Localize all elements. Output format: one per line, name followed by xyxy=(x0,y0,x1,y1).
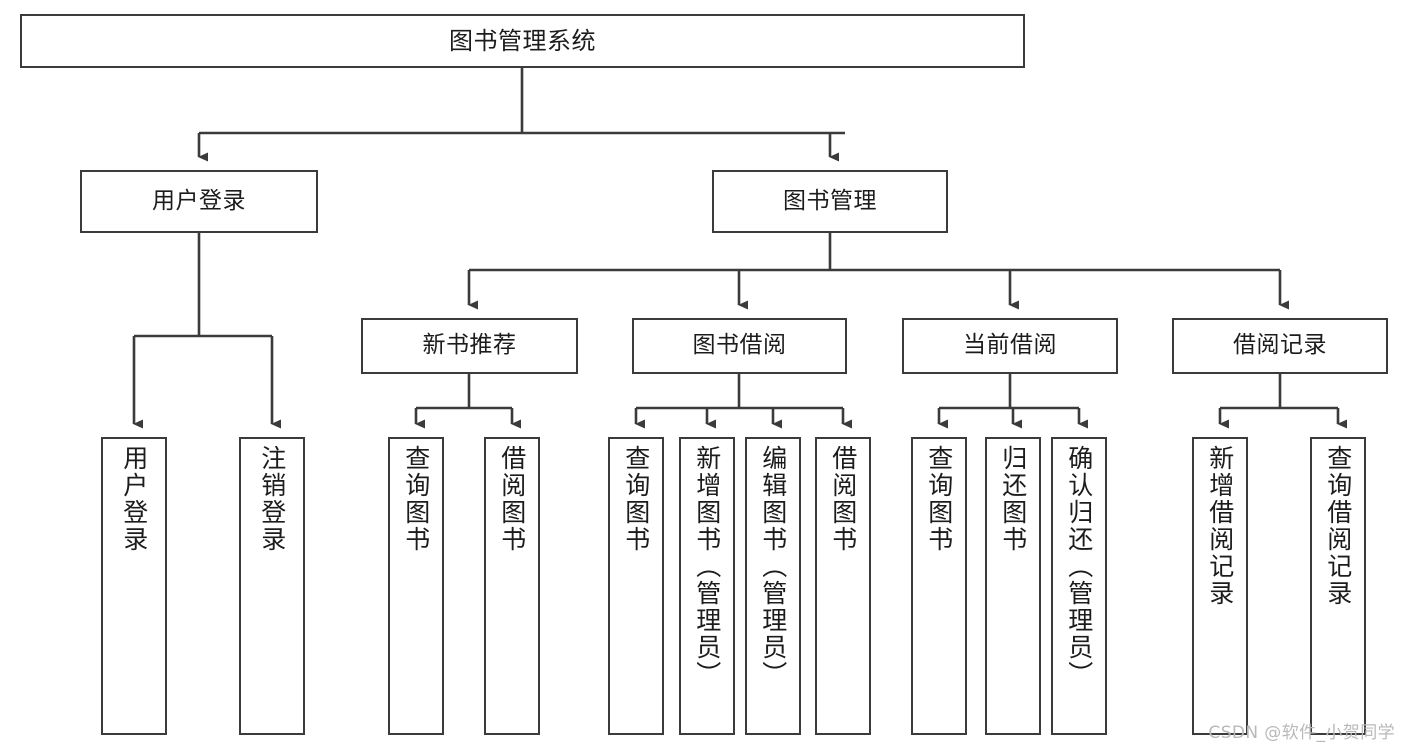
node-label: 图书管理 xyxy=(783,187,877,214)
node-label: 查询图书 xyxy=(401,445,431,553)
node-label: 当前借阅 xyxy=(963,332,1057,359)
node-new-book-recommendation[interactable]: 新书推荐 xyxy=(361,318,578,374)
node-leaf-query-book-3[interactable]: 查询图书 xyxy=(911,437,967,735)
node-leaf-edit-book[interactable]: 编辑图书（管理员） xyxy=(745,437,801,735)
node-label: 图书借阅 xyxy=(692,332,787,359)
node-leaf-query-book-2[interactable]: 查询图书 xyxy=(608,437,664,735)
node-leaf-add-book[interactable]: 新增图书（管理员） xyxy=(679,437,735,735)
node-leaf-borrow-book-1[interactable]: 借阅图书 xyxy=(484,437,540,735)
node-root-system[interactable]: 图书管理系统 xyxy=(20,14,1025,68)
node-label: 查询借阅记录 xyxy=(1323,445,1353,607)
node-label: 新增图书（管理员） xyxy=(692,445,722,688)
node-current-borrowing[interactable]: 当前借阅 xyxy=(902,318,1118,374)
node-label: 借阅图书 xyxy=(497,445,527,553)
node-leaf-return-book[interactable]: 归还图书 xyxy=(985,437,1041,735)
node-label: 查询图书 xyxy=(621,445,651,553)
node-leaf-query-record[interactable]: 查询借阅记录 xyxy=(1310,437,1366,735)
node-label: 新增借阅记录 xyxy=(1205,445,1235,607)
node-leaf-logout[interactable]: 注销登录 xyxy=(239,437,305,735)
node-label: 借阅记录 xyxy=(1233,332,1327,359)
node-label: 新书推荐 xyxy=(422,332,517,359)
node-label: 编辑图书（管理员） xyxy=(758,445,788,688)
node-label: 用户登录 xyxy=(119,445,149,553)
node-label: 图书管理系统 xyxy=(449,26,596,55)
watermark-text: CSDN @软件_小贺同学 xyxy=(1208,723,1395,743)
node-leaf-add-record[interactable]: 新增借阅记录 xyxy=(1192,437,1248,735)
node-leaf-borrow-book-2[interactable]: 借阅图书 xyxy=(815,437,871,735)
node-leaf-confirm-return[interactable]: 确认归还（管理员） xyxy=(1051,437,1107,735)
node-label: 借阅图书 xyxy=(828,445,858,553)
node-leaf-user-login[interactable]: 用户登录 xyxy=(101,437,167,735)
node-user-login[interactable]: 用户登录 xyxy=(80,170,318,233)
node-book-borrowing[interactable]: 图书借阅 xyxy=(632,318,847,374)
node-label: 确认归还（管理员） xyxy=(1064,445,1094,688)
node-book-management[interactable]: 图书管理 xyxy=(712,170,948,233)
node-label: 归还图书 xyxy=(998,445,1028,553)
node-label: 查询图书 xyxy=(924,445,954,553)
node-label: 注销登录 xyxy=(257,445,287,553)
node-label: 用户登录 xyxy=(152,187,246,214)
node-borrow-records[interactable]: 借阅记录 xyxy=(1172,318,1388,374)
node-leaf-query-book-1[interactable]: 查询图书 xyxy=(388,437,444,735)
